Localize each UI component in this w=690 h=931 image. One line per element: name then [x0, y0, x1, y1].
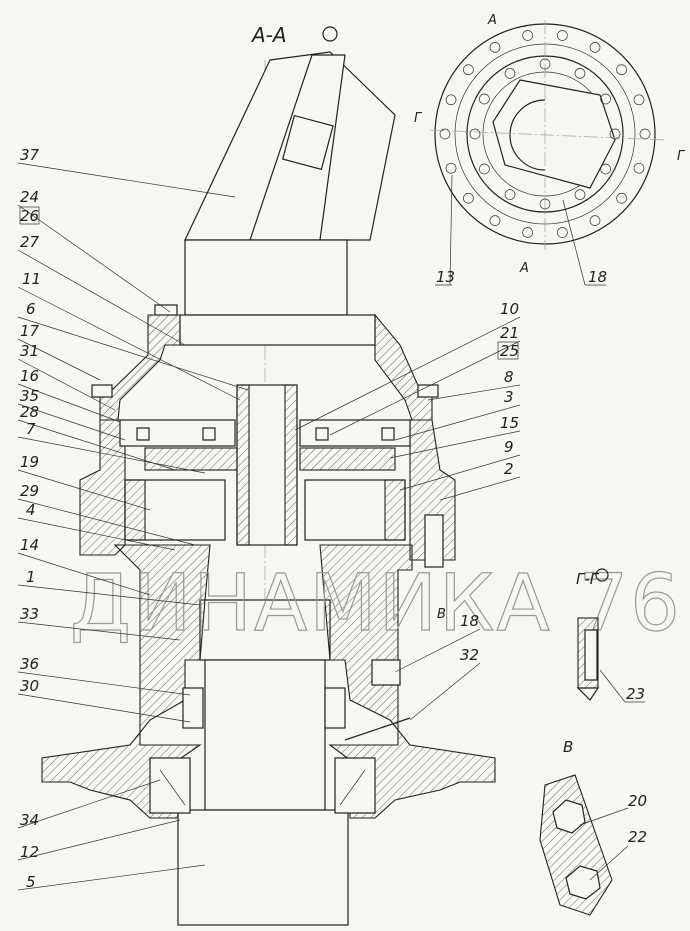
label-28: 28	[20, 403, 39, 421]
bolt-hole	[616, 64, 627, 76]
label-8: 8	[504, 368, 514, 386]
bolt-hole	[463, 192, 474, 204]
detail-v-title: В	[563, 738, 573, 756]
bolt-hole	[504, 189, 516, 200]
label-24: 24	[20, 188, 39, 206]
right-labels: 10 21 25 8 3 15 9 2 18 32	[294, 300, 521, 721]
bolt-hole	[479, 163, 490, 175]
section-title: А-А	[250, 23, 287, 47]
label-36: 36	[20, 655, 39, 673]
label-4: 4	[26, 501, 36, 519]
label-30: 30	[20, 677, 39, 695]
bolt-hole	[639, 128, 651, 140]
hydraulic-motor	[179, 51, 396, 346]
bolt-hole	[574, 189, 586, 200]
upper-housing	[79, 304, 456, 561]
bolt-hole	[589, 215, 601, 226]
label-18-top: 18	[588, 268, 607, 286]
bolt-hole	[504, 68, 516, 79]
label-19: 19	[20, 453, 39, 471]
bolt-hole	[445, 94, 457, 106]
bolt-hole	[557, 30, 568, 41]
label-15: 15	[500, 414, 519, 432]
bolt-hole	[539, 198, 551, 210]
label-23: 23	[626, 685, 645, 703]
lower-housing	[41, 514, 496, 819]
main-shaft	[177, 384, 349, 926]
bolt-hole	[489, 42, 501, 53]
bolt-hole	[616, 192, 627, 204]
detail-gg-title: Г-Г	[576, 570, 600, 588]
label-21: 21	[500, 324, 519, 342]
label-26: 26	[20, 207, 39, 225]
label-29: 29	[20, 482, 39, 500]
grease-fitting	[344, 717, 411, 741]
bolt-hole	[609, 128, 621, 140]
rotation-symbol-icon	[595, 568, 609, 582]
label-17: 17	[20, 322, 40, 340]
label-16: 16	[20, 367, 39, 385]
label-10: 10	[500, 300, 519, 318]
view-arrow-mark: В	[437, 607, 446, 622]
label-18: 18	[460, 612, 479, 630]
label-37: 37	[20, 146, 40, 164]
label-35: 35	[20, 387, 39, 405]
rotation-symbol-icon	[322, 26, 338, 42]
bolt-hole	[589, 42, 601, 53]
label-11: 11	[22, 270, 41, 288]
section-mark-g-left: Г	[414, 111, 423, 126]
label-9: 9	[504, 438, 514, 456]
label-22: 22	[628, 828, 647, 846]
label-32: 32	[460, 646, 479, 664]
detail-g-g: Г-Г 23	[576, 568, 645, 703]
bolt-hole	[600, 163, 611, 175]
detail-v: В В 20 22	[437, 607, 647, 916]
label-31: 31	[20, 342, 39, 360]
label-33: 33	[20, 605, 39, 623]
label-5: 5	[26, 873, 36, 891]
left-labels: 37 24 26 27 11 6 17 31 16 35 28 7 19 29 …	[17, 146, 249, 891]
label-7: 7	[26, 420, 36, 438]
label-14: 14	[20, 536, 39, 554]
section-mark-a-top: А	[487, 13, 497, 28]
bolt-hole	[522, 30, 533, 41]
drain-plug	[371, 659, 401, 686]
label-1: 1	[26, 568, 36, 586]
label-3: 3	[504, 388, 514, 406]
top-view: А А Г Г 13 18	[414, 13, 686, 286]
bolt-hole	[489, 215, 501, 226]
bolt-hole	[600, 93, 611, 105]
bolt-hole	[574, 68, 586, 79]
bolt-hole	[557, 227, 568, 238]
bolt-hole	[522, 227, 533, 238]
bolt-hole	[539, 58, 551, 70]
bolt-hole	[469, 128, 481, 140]
bolt-hole	[633, 162, 645, 174]
bolt-hole	[479, 93, 490, 105]
bolt-hole	[439, 128, 451, 140]
section-mark-a-bottom: А	[519, 261, 529, 276]
label-12: 12	[20, 843, 39, 861]
label-27: 27	[20, 233, 40, 251]
label-34: 34	[20, 811, 39, 829]
bolt-hole	[463, 64, 474, 76]
output-gear	[177, 809, 349, 926]
bolt-hole	[633, 94, 645, 106]
label-2: 2	[504, 460, 514, 478]
label-25: 25	[500, 342, 519, 360]
bolt-hole	[445, 162, 457, 174]
label-20: 20	[628, 792, 647, 810]
label-13: 13	[436, 268, 455, 286]
section-mark-g-right: Г	[677, 149, 686, 164]
label-6: 6	[26, 300, 36, 318]
